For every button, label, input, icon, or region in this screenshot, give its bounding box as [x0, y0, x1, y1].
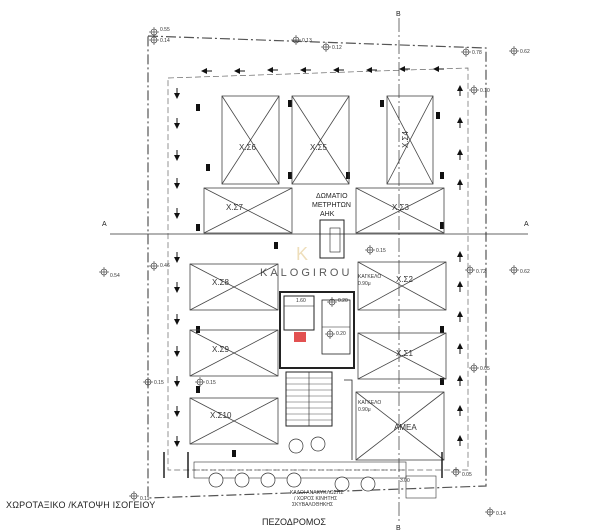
level-marker: [509, 46, 519, 56]
room-annotations: ΔΩΜΑΤΙΟ ΜΕΤΡΗΤΩΝ ΑΗΚ ΚΑΓΚΕΛΟ 0.90μ ΚΑΓΚΕ…: [290, 193, 410, 508]
level-value: 0.12: [332, 45, 342, 51]
plot-boundary: [147, 35, 487, 499]
level-value: 0.62: [520, 269, 530, 275]
watermark-logo: KALOGIROU: [260, 267, 352, 279]
level-marker: [485, 507, 495, 517]
level-value: 0.62: [520, 49, 530, 55]
level-marker: [469, 363, 479, 373]
level-value: 0.72: [476, 269, 486, 275]
section-b-bottom-label: B: [396, 525, 401, 532]
bay-6: [221, 95, 280, 185]
section-b-top-label: B: [396, 11, 401, 18]
parking-labels: Χ.Σ6 Χ.Σ5 Χ.Σ4 Χ.Σ7 Χ.Σ3 Χ.Σ8 Χ.Σ2 Χ.Σ9 …: [210, 130, 417, 432]
electrical-panel: [294, 332, 306, 342]
traffic-arrows-top: [201, 66, 444, 74]
lift-shaft: [283, 295, 315, 331]
bay-7: [203, 187, 293, 234]
level-value: 0.78: [472, 50, 482, 56]
bay-10: [189, 397, 279, 445]
drawing-title: ΧΩΡΟΤΑΞΙΚΟ /ΚΑΤΟΨΗ ΙΣΟΓΕΙΟΥ: [6, 500, 156, 510]
space-label: Χ.Σ9: [212, 345, 230, 354]
level-value: 0.20: [338, 298, 348, 304]
space-label: Χ.Σ2: [396, 275, 414, 284]
core-walls: [279, 291, 355, 369]
level-marker: [327, 297, 337, 307]
level-marker: [465, 265, 475, 275]
level-marker: [321, 42, 331, 52]
bay-8: [189, 263, 279, 311]
level-value: 0.13: [302, 38, 312, 44]
meter-room-label-2: ΜΕΤΡΗΤΩΝ: [312, 202, 351, 209]
bay-5: [291, 95, 350, 185]
bin-note-1: ΚΑΔΟΙ ΑΝΑΚΥΚΛΩΣΗΣ: [290, 490, 343, 496]
level-value: 0.54: [110, 273, 120, 279]
space-label: Χ.Σ8: [212, 278, 230, 287]
level-marker: [291, 35, 301, 45]
level-marker: [461, 47, 471, 57]
level-values: 0.55 0.14 0.13 0.12 0.78 0.62 0.10 0.15 …: [110, 27, 530, 517]
level-value: 0.11: [140, 496, 150, 502]
bay-disabled: [355, 391, 445, 461]
watermark-k-icon: K: [296, 244, 308, 264]
bay-9: [189, 329, 279, 377]
level-marker: [469, 85, 479, 95]
gate-width-1: 0.90μ: [358, 281, 371, 287]
lift-dimension: 1.60: [296, 298, 306, 304]
level-marker: [509, 265, 519, 275]
space-label: Χ.Σ7: [226, 203, 244, 212]
space-label: ΑΜΕΑ: [394, 423, 417, 432]
section-a-left-label: A: [102, 221, 107, 228]
bay-1: [357, 332, 447, 380]
bollards: [163, 452, 443, 478]
level-marker: [149, 261, 159, 271]
meter-room-label-1: ΔΩΜΑΤΙΟ: [316, 193, 348, 200]
planters: [208, 436, 376, 492]
meter-room: [319, 219, 345, 259]
level-marker: [325, 329, 335, 339]
space-label: Χ.Σ4: [401, 130, 410, 148]
dimension-300: 3.00: [400, 478, 410, 484]
level-markers: [99, 27, 519, 517]
level-marker: [451, 467, 461, 477]
level-value: 0.15: [376, 248, 386, 254]
level-marker: [99, 267, 109, 277]
level-marker: [129, 491, 139, 501]
level-marker: [365, 245, 375, 255]
level-value: 0.15: [154, 380, 164, 386]
section-a-right-label: A: [524, 221, 529, 228]
space-label: Χ.Σ3: [392, 203, 410, 212]
level-value: 0.10: [480, 88, 490, 94]
structural-columns: [196, 100, 444, 457]
street-label: ΠΕΖΟΔΡΟΜΟΣ: [262, 517, 326, 527]
bay-4: [386, 95, 434, 185]
gate-label-2: ΚΑΓΚΕΛΟ: [358, 400, 381, 406]
bin-note-2: / ΧΩΡΟΣ ΚΙΝΗΤΗΣ: [294, 496, 337, 502]
bay-3: [355, 187, 445, 234]
space-label: Χ.Σ10: [210, 411, 232, 420]
level-value: 0.14: [160, 38, 170, 44]
gate-label-1: ΚΑΓΚΕΛΟ: [358, 274, 381, 280]
meter-room-label-3: ΑΗΚ: [320, 211, 335, 218]
parking-bays: [189, 95, 447, 461]
space-label: Χ.Σ5: [310, 143, 328, 152]
level-value: 0.05: [462, 472, 472, 478]
level-value: 0.46: [160, 263, 170, 269]
level-marker: [149, 35, 159, 45]
level-value: 0.15: [206, 380, 216, 386]
bay-2: [357, 261, 447, 311]
space-label: Χ.Σ1: [396, 349, 414, 358]
level-value: 0.05: [480, 366, 490, 372]
level-marker: [195, 377, 205, 387]
building-core: [279, 219, 355, 460]
level-marker: [143, 377, 153, 387]
level-value: 0.55: [160, 27, 170, 33]
level-value: 0.14: [496, 511, 506, 517]
space-label: Χ.Σ6: [239, 143, 257, 152]
level-value: 0.20: [336, 331, 346, 337]
gate-width-2: 0.90μ: [358, 407, 371, 413]
bin-note-3: ΣΚΥΒΑΛΟΘΗΚΗΣ: [292, 502, 333, 508]
